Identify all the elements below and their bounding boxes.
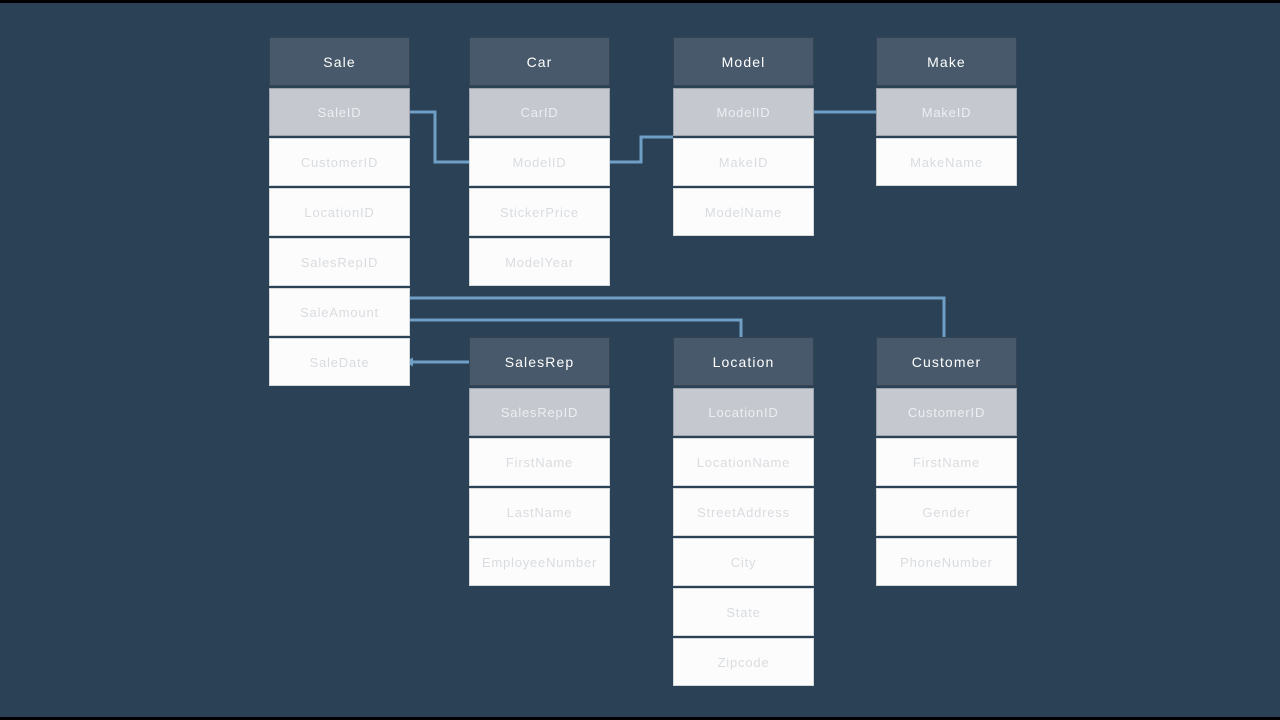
letterbox-top	[0, 0, 1280, 3]
field-row-sale-salesrepid: SalesRepID	[269, 238, 410, 286]
field-row-car-modelid: ModelID	[469, 138, 610, 186]
letterbox-bottom	[0, 717, 1280, 720]
field-row-make-makeid: MakeID	[876, 88, 1017, 136]
field-row-location-state: State	[673, 588, 814, 636]
table-title-make: Make	[876, 37, 1017, 86]
field-row-make-makename: MakeName	[876, 138, 1017, 186]
field-row-model-makeid: MakeID	[673, 138, 814, 186]
field-row-salesrep-firstname: FirstName	[469, 438, 610, 486]
field-row-customer-customerid: CustomerID	[876, 388, 1017, 436]
field-row-car-modelyear: ModelYear	[469, 238, 610, 286]
field-row-salesrep-employeenumber: EmployeeNumber	[469, 538, 610, 586]
field-row-sale-customerid: CustomerID	[269, 138, 410, 186]
field-row-car-stickerprice: StickerPrice	[469, 188, 610, 236]
field-row-sale-saledate: SaleDate	[269, 338, 410, 386]
field-row-location-streetaddress: StreetAddress	[673, 488, 814, 536]
field-row-customer-firstname: FirstName	[876, 438, 1017, 486]
field-row-sale-locationid: LocationID	[269, 188, 410, 236]
field-row-location-locationid: LocationID	[673, 388, 814, 436]
field-row-customer-phonenumber: PhoneNumber	[876, 538, 1017, 586]
field-row-customer-gender: Gender	[876, 488, 1017, 536]
table-title-customer: Customer	[876, 337, 1017, 386]
table-title-model: Model	[673, 37, 814, 86]
field-row-salesrep-lastname: LastName	[469, 488, 610, 536]
field-row-location-zipcode: Zipcode	[673, 638, 814, 686]
field-row-model-modelname: ModelName	[673, 188, 814, 236]
field-row-location-city: City	[673, 538, 814, 586]
field-row-model-modelid: ModelID	[673, 88, 814, 136]
connector-car-modelid-to-model	[610, 135, 673, 164]
field-row-car-carid: CarID	[469, 88, 610, 136]
field-row-sale-saleamount: SaleAmount	[269, 288, 410, 336]
table-title-car: Car	[469, 37, 610, 86]
field-row-salesrep-salesrepid: SalesRepID	[469, 388, 610, 436]
field-row-sale-saleid: SaleID	[269, 88, 410, 136]
table-title-location: Location	[673, 337, 814, 386]
connector-sale-saleid-to-car-modelid	[403, 110, 469, 164]
table-title-salesrep: SalesRep	[469, 337, 610, 386]
field-row-location-locationname: LocationName	[673, 438, 814, 486]
table-title-sale: Sale	[269, 37, 410, 86]
